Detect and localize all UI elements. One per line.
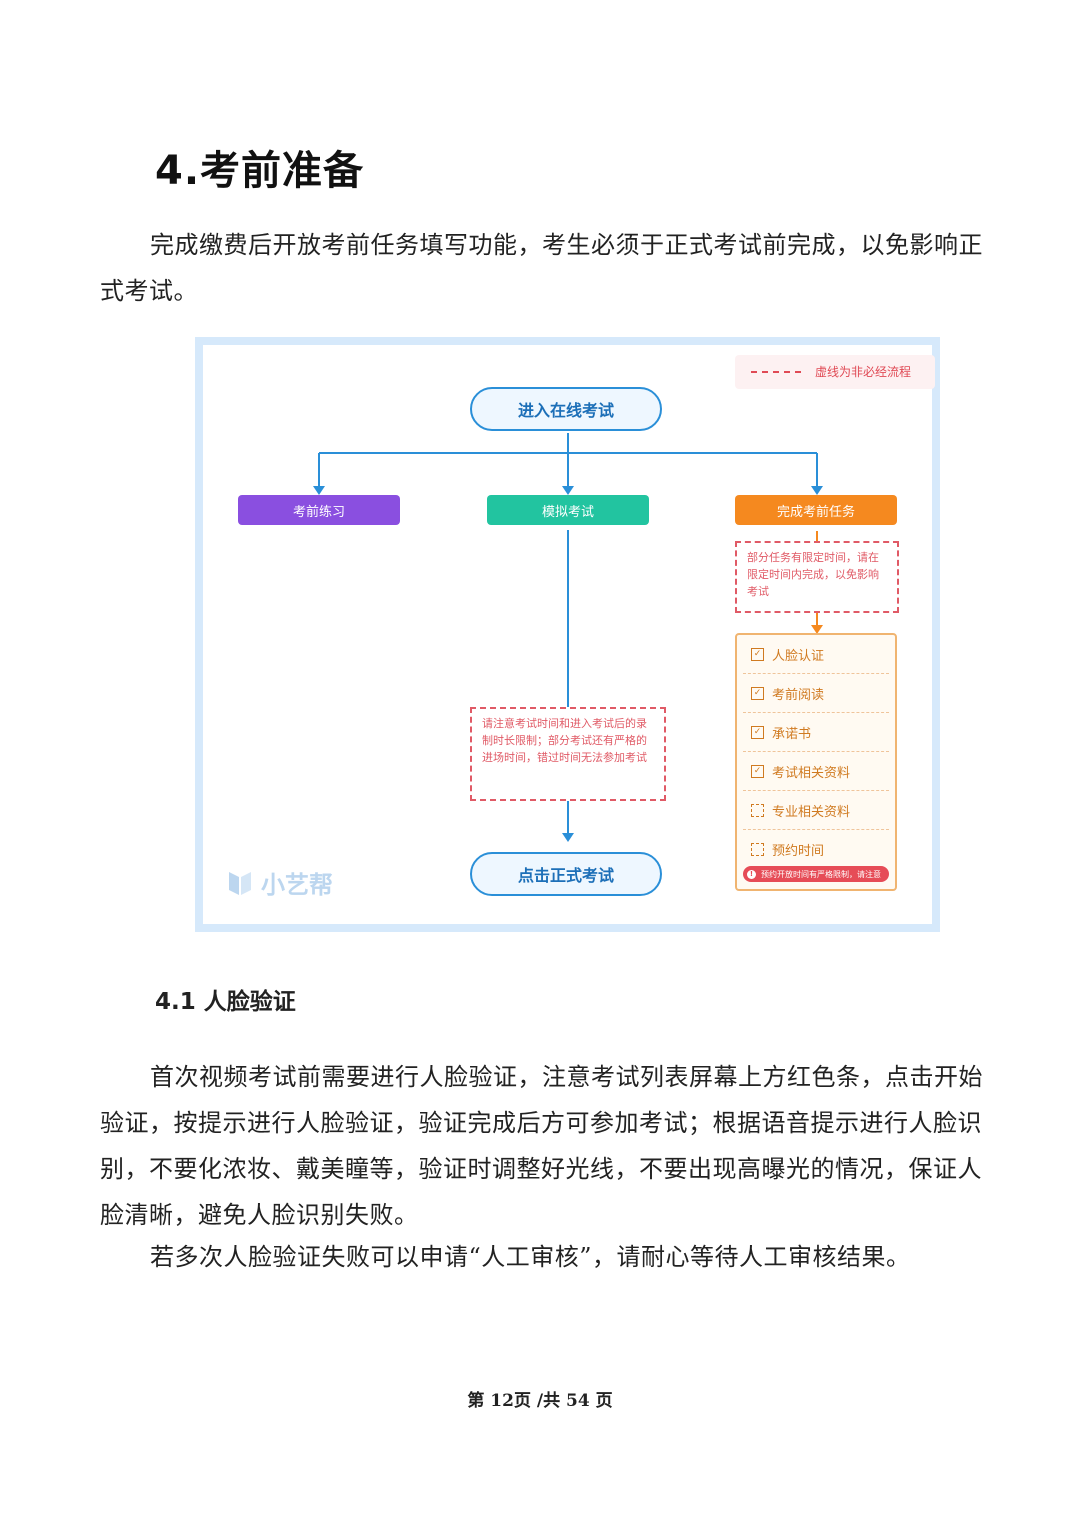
- task-item-optional: 预约时间: [737, 830, 895, 868]
- exam-time-note: 请注意考试时间和进入考试后的录制时长限制；部分考试还有严格的进场时间，错过时间无…: [470, 707, 666, 801]
- page-number: 第 12页 /共 54 页: [467, 1391, 613, 1411]
- warning-icon: !: [747, 869, 756, 879]
- task-label: 考试相关资料: [772, 765, 851, 781]
- task-label: 专业相关资料: [772, 804, 851, 820]
- logo-cube-icon: [229, 871, 251, 895]
- task-checklist: ✓ 人脸认证 ✓ 考前阅读 ✓ 承诺书 ✓ 考试相关资料 专业相关资料 预约时间: [735, 633, 897, 891]
- manual-review-paragraph: 若多次人脸验证失败可以申请“人工审核”，请耐心等待人工审核结果。: [150, 1243, 911, 1271]
- checkbox-dashed-icon: [751, 842, 764, 856]
- legend: 虚线为非必经流程: [735, 355, 935, 389]
- checkbox-checked-icon: ✓: [751, 764, 764, 778]
- task-label: 承诺书: [772, 726, 812, 742]
- section-heading: 4.1 人脸验证: [155, 989, 296, 1015]
- start-formal-exam-node: 点击正式考试: [470, 852, 662, 896]
- task-item: ✓ 考前阅读: [737, 674, 895, 712]
- intro-paragraph: 完成缴费后开放考前任务填写功能，考生必须于正式考试前完成，以免影响正式考试。: [100, 231, 983, 305]
- checkbox-dashed-icon: [751, 803, 764, 817]
- logo-text: 小艺帮: [261, 871, 333, 899]
- mock-exam-node: 模拟考试: [487, 495, 649, 525]
- task-label: 预约时间: [772, 843, 825, 859]
- warning-text: 预约开放时间有严格限制，请注意: [761, 869, 881, 879]
- logo: 小艺帮: [225, 865, 333, 900]
- face-verify-paragraph: 首次视频考试前需要进行人脸验证，注意考试列表屏幕上方红色条，点击开始验证，按提示…: [100, 1063, 983, 1229]
- checkbox-checked-icon: ✓: [751, 725, 764, 739]
- task-item: ✓ 人脸认证: [737, 635, 895, 673]
- appointment-warning: ! 预约开放时间有严格限制，请注意: [743, 866, 889, 882]
- task-item-optional: 专业相关资料: [737, 791, 895, 829]
- task-time-note: 部分任务有限定时间，请在限定时间内完成，以免影响考试: [735, 541, 899, 613]
- exam-prep-flowchart: 虚线为非必经流程 进入在线考试 考前练习 模拟考试 完成考前任务 部分任务有限定…: [195, 337, 940, 932]
- task-item: ✓ 考试相关资料: [737, 752, 895, 790]
- checkbox-checked-icon: ✓: [751, 686, 764, 700]
- dashed-line-icon: [751, 371, 801, 373]
- enter-online-exam-node: 进入在线考试: [470, 387, 662, 431]
- checkbox-checked-icon: ✓: [751, 647, 764, 661]
- task-label: 考前阅读: [772, 687, 825, 703]
- task-item: ✓ 承诺书: [737, 713, 895, 751]
- flow-connectors: [313, 433, 823, 842]
- task-label: 人脸认证: [772, 648, 825, 664]
- legend-label: 虚线为非必经流程: [815, 365, 912, 379]
- pre-exam-tasks-node: 完成考前任务: [735, 495, 897, 525]
- practice-node: 考前练习: [238, 495, 400, 525]
- page-heading: 4.考前准备: [155, 148, 365, 194]
